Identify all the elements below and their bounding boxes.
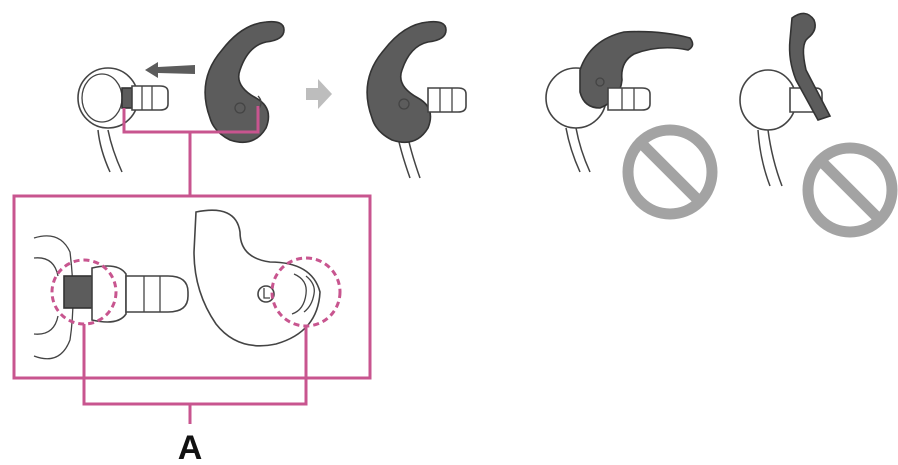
prohibited-icon	[808, 148, 892, 232]
earbud-groove	[64, 276, 92, 308]
earbud-nozzle	[126, 276, 188, 312]
incorrect-example-2	[740, 13, 892, 232]
step-1-separated	[78, 22, 284, 172]
result-arrow-icon	[306, 79, 332, 109]
attach-arrow-icon	[145, 62, 195, 78]
cable	[98, 130, 110, 172]
earbud-nozzle	[132, 86, 168, 110]
zoom-detail	[14, 196, 370, 378]
incorrect-example-1	[546, 32, 712, 214]
earbud-groove	[122, 88, 132, 108]
callout-label-a: A	[178, 429, 203, 465]
earbud-nozzle	[428, 88, 466, 112]
arc-supporter	[205, 22, 284, 143]
arc-supporter	[367, 22, 446, 143]
prohibited-icon	[628, 130, 712, 214]
step-2-assembled	[367, 22, 466, 178]
